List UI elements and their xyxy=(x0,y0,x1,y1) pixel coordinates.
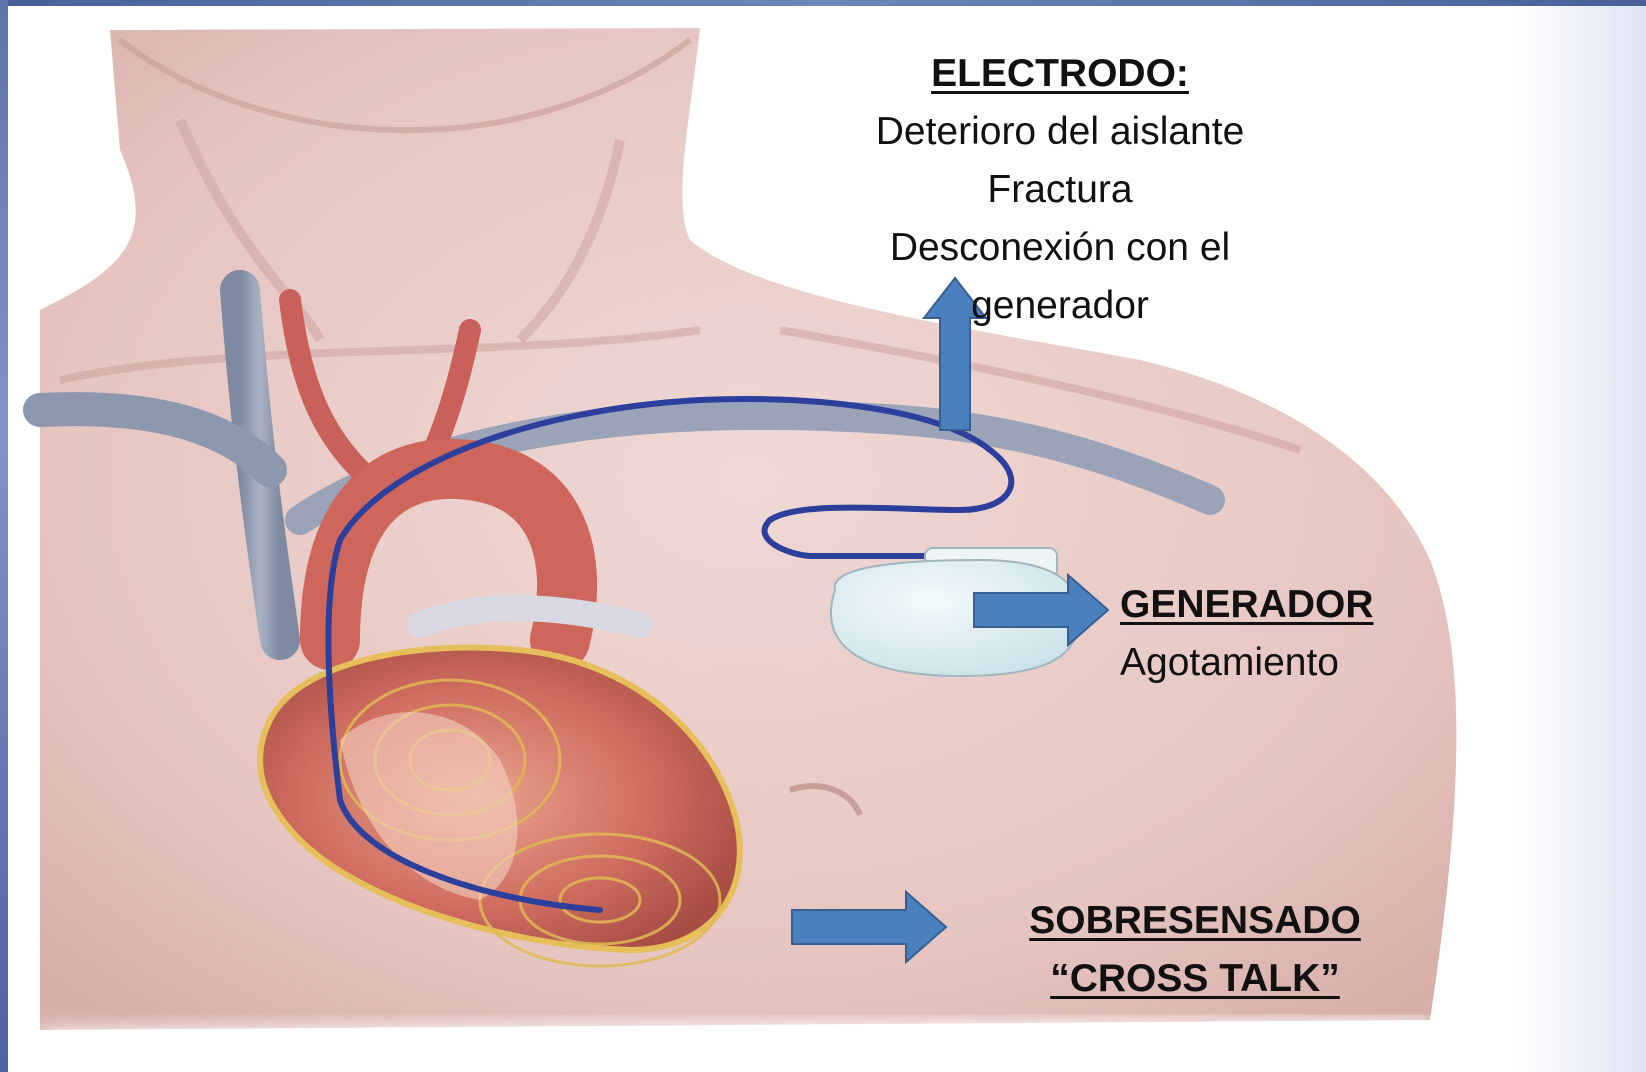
label-sobresensado: SOBRESENSADO “CROSS TALK” xyxy=(1010,892,1380,1008)
generador-heading: GENERADOR xyxy=(1120,576,1400,634)
electrodo-line: Fractura xyxy=(800,161,1320,219)
label-electrodo: ELECTRODO: Deterioro del aislante Fractu… xyxy=(800,45,1320,335)
electrodo-line: Desconexión con el xyxy=(800,219,1320,277)
sobresensado-heading: SOBRESENSADO xyxy=(1010,892,1380,950)
electrodo-heading: ELECTRODO: xyxy=(800,45,1320,103)
electrodo-line: generador xyxy=(800,277,1320,335)
electrodo-line: Deterioro del aislante xyxy=(800,103,1320,161)
generador-line: Agotamiento xyxy=(1120,634,1400,692)
sobresensado-subheading: “CROSS TALK” xyxy=(1010,950,1380,1008)
label-generador: GENERADOR Agotamiento xyxy=(1120,576,1400,692)
